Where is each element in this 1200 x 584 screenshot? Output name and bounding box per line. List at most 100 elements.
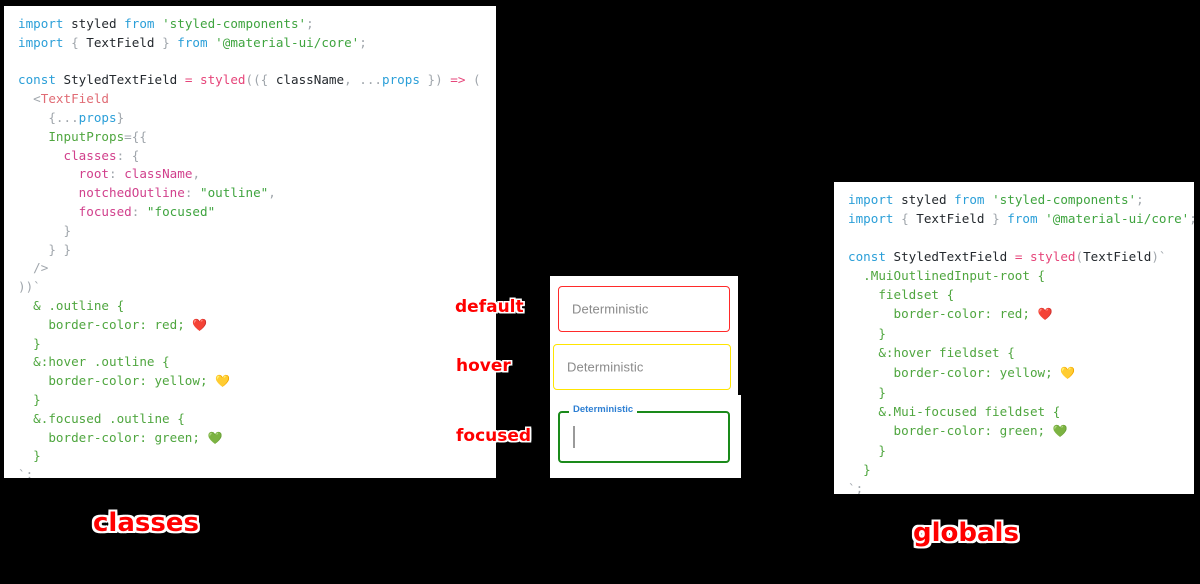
code-token: ))` [18, 279, 41, 295]
code-token: "outline" [200, 185, 269, 201]
code-line: &:hover fieldset { [848, 343, 1184, 362]
code-token: &:hover fieldset { [848, 345, 1015, 361]
code-token: = [177, 72, 200, 88]
code-line: {...props} [18, 109, 486, 128]
code-line: <TextField [18, 90, 486, 109]
code-token: : [184, 185, 200, 201]
code-line: } [18, 391, 486, 410]
code-line: classes: { [18, 147, 486, 166]
code-token: < [18, 91, 41, 107]
code-token: = [1007, 248, 1030, 264]
code-token: StyledTextField [893, 248, 1008, 264]
code-token: import [18, 34, 72, 50]
code-token: TextField [86, 34, 155, 50]
code-token: : [109, 166, 125, 182]
code-token: &.focused .outline { [18, 410, 185, 426]
code-token: { [901, 211, 917, 227]
code-token: , [192, 166, 201, 182]
code-token: 💛 [1060, 365, 1076, 380]
code-token: ❤️ [192, 317, 208, 332]
code-token: &.Mui-focused fieldset { [848, 403, 1061, 419]
code-token: border-color: red; [848, 306, 1038, 322]
code-token: StyledTextField [63, 72, 178, 88]
code-line: InputProps={{ [18, 128, 486, 147]
code-token: border-color: yellow; [18, 373, 216, 389]
code-token: "focused" [146, 203, 216, 219]
code-line: } [18, 222, 486, 241]
code-token: ( [473, 72, 481, 88]
code-token: 💚 [207, 430, 223, 445]
code-token: } [848, 462, 871, 478]
code-token: ... [55, 109, 79, 125]
code-token: , [268, 185, 276, 201]
code-token: { [260, 72, 276, 88]
code-token: classes [63, 147, 117, 163]
code-token: .MuiOutlinedInput-root { [848, 268, 1046, 284]
code-token: import [18, 16, 72, 31]
code-token: 'styled-components' [162, 16, 307, 31]
code-token: , [344, 72, 360, 88]
code-token: } [848, 442, 886, 458]
code-line: & .outline { [18, 297, 486, 316]
code-line: } [18, 447, 486, 466]
textfield-focused[interactable]: Deterministic [558, 405, 730, 463]
code-line: border-color: green; 💚 [18, 429, 486, 448]
code-token: border-color: yellow; [848, 364, 1061, 380]
code-token: root [78, 166, 110, 182]
code-blank-line [848, 228, 1184, 247]
code-line: root: className, [18, 165, 486, 184]
code-line: &.Mui-focused fieldset { [848, 402, 1184, 421]
textfield-hover-label: Deterministic [567, 359, 644, 375]
code-token: ❤️ [1037, 307, 1053, 322]
code-token [18, 185, 79, 200]
code-token: InputProps [48, 128, 125, 144]
code-line: &:hover .outline { [18, 353, 486, 372]
code-line: } } [18, 241, 486, 260]
code-line: /> [18, 259, 486, 278]
code-line: import { TextField } from '@material-ui/… [848, 209, 1194, 228]
code-token: TextField [40, 91, 109, 107]
textfield-default-label: Deterministic [572, 301, 649, 317]
code-token: const [18, 72, 64, 88]
code-token: } [984, 211, 1000, 227]
code-line: ))` [18, 278, 486, 297]
code-token: '@material-ui/core' [1045, 211, 1190, 227]
code-token: border-color: green; [848, 422, 1053, 438]
code-token [18, 166, 79, 181]
textfield-focused-floating-label: Deterministic [569, 405, 638, 415]
code-token: ={{ [124, 128, 147, 144]
code-token: styled [71, 16, 117, 31]
code-token: `; [18, 467, 34, 478]
code-token: from [946, 192, 993, 207]
code-line: border-color: yellow; 💛 [848, 363, 1184, 383]
classes-code-panel: import styled from 'styled-components';i… [4, 6, 496, 478]
code-token: border-color: green; [18, 429, 208, 445]
code-line: notchedOutline: "outline", [18, 184, 486, 203]
code-token: : { [116, 147, 140, 163]
code-line: } [848, 441, 1184, 460]
textfield-default[interactable]: Deterministic [558, 286, 730, 332]
code-token: } [18, 335, 41, 351]
code-token: ; [1136, 192, 1144, 207]
code-token: from [169, 34, 216, 50]
code-token: /> [18, 260, 49, 276]
code-token: )` [1151, 248, 1167, 264]
code-token: `; [848, 481, 864, 494]
textfield-hover[interactable]: Deterministic [553, 344, 731, 390]
code-token: => [442, 72, 474, 88]
code-token: : [131, 203, 147, 219]
code-line: const StyledTextField = styled(({ classN… [18, 71, 486, 90]
code-line: const StyledTextField = styled(TextField… [848, 247, 1184, 266]
code-token: } [18, 222, 72, 238]
code-token: import [848, 192, 902, 207]
code-token: notchedOutline [78, 185, 185, 201]
text-caret [573, 426, 575, 448]
code-line: import styled from 'styled-components'; [18, 15, 486, 34]
code-token: import [848, 211, 902, 227]
code-token: fieldset { [848, 287, 955, 303]
code-token: styled [1029, 248, 1076, 264]
code-token: (( [245, 72, 261, 88]
code-token: } [848, 384, 886, 400]
caption-globals: globals [913, 518, 1019, 548]
code-line: border-color: red; ❤️ [848, 304, 1184, 324]
